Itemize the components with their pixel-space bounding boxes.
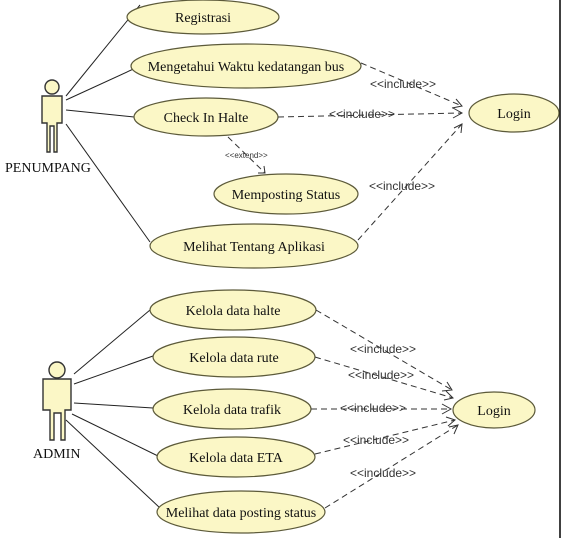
use-case-check-in: Check In Halte	[133, 97, 279, 137]
include-trafik-login: <<include>>	[311, 401, 453, 415]
include-check-in-line	[277, 112, 463, 118]
use-case-posting-status: Melihat data posting status	[156, 490, 326, 534]
use-case-waktu-bus-shape	[130, 43, 362, 89]
use-case-eta: Kelola data ETA	[156, 436, 316, 478]
include-posting-status-login: <<include>>	[324, 424, 459, 509]
extend-arrowhead	[258, 165, 266, 174]
use-case-rute: Kelola data rute	[152, 336, 316, 378]
include-tentang-aplikasi-label: <<include>>	[369, 179, 435, 193]
assoc-rute	[73, 355, 154, 385]
actor-admin: ADMIN	[33, 361, 80, 462]
include-trafik-arrowhead	[441, 403, 453, 415]
use-case-trafik-label: Kelola data trafik	[183, 403, 281, 418]
assoc-waktu-bus	[65, 65, 141, 101]
use-case-tentang-aplikasi: Melihat Tentang Aplikasi	[149, 223, 359, 269]
include-rute-line	[314, 356, 454, 399]
actor-penumpang-label: PENUMPANG	[5, 161, 91, 176]
use-case-waktu-bus-label: Mengetahui Waktu kedatangan bus	[148, 60, 345, 75]
use-case-login-bottom-label: Login	[477, 404, 510, 419]
use-case-memposting-label: Memposting Status	[232, 188, 341, 203]
assoc-trafik	[73, 402, 154, 409]
admin-associations	[65, 309, 161, 509]
include-rute-login: <<include>>	[314, 356, 454, 401]
include-eta-line	[314, 419, 456, 455]
actor-penumpang-head	[44, 79, 60, 95]
use-case-posting-status-shape	[156, 490, 326, 534]
include-waktu-bus-label: <<include>>	[370, 77, 436, 91]
use-case-registrasi: Registrasi	[126, 0, 280, 35]
actor-penumpang: PENUMPANG	[5, 79, 91, 176]
use-case-trafik: Kelola data trafik	[152, 388, 312, 430]
include-trafik-label: <<include>>	[340, 401, 406, 415]
use-case-check-in-label: Check In Halte	[164, 111, 249, 126]
include-tentang-aplikasi-login: <<include>>	[357, 123, 463, 241]
include-waktu-bus-line	[360, 62, 463, 107]
use-case-waktu-bus: Mengetahui Waktu kedatangan bus	[130, 43, 362, 89]
actor-admin-figure	[42, 378, 72, 441]
use-case-halte-label: Kelola data halte	[186, 304, 281, 319]
use-case-registrasi-shape	[126, 0, 280, 35]
use-case-eta-label: Kelola data ETA	[189, 451, 284, 466]
assoc-tentang-aplikasi	[65, 123, 151, 243]
include-halte-arrowhead	[441, 381, 453, 392]
include-halte-login: <<include>>	[315, 309, 453, 392]
include-check-in-label: <<include>>	[329, 107, 395, 121]
use-case-registrasi-label: Registrasi	[175, 11, 231, 26]
include-waktu-bus-arrowhead	[451, 98, 463, 109]
include-halte-label: <<include>>	[350, 342, 416, 356]
use-case-login-bottom-shape	[452, 391, 536, 429]
extend-line	[227, 136, 266, 174]
use-case-login-bottom: Login	[452, 391, 536, 429]
assoc-halte	[73, 309, 151, 375]
use-case-halte: Kelola data halte	[149, 289, 317, 331]
actor-admin-head	[48, 361, 66, 379]
extend-check-in-memposting: <<extend>>	[225, 136, 268, 174]
include-eta-arrowhead	[445, 416, 456, 427]
use-case-memposting-shape	[213, 173, 359, 215]
include-waktu-bus-login: <<include>>	[360, 62, 463, 109]
use-case-login-top: Login	[468, 93, 560, 133]
include-eta-login: <<include>>	[314, 416, 456, 455]
actor-penumpang-figure	[41, 95, 63, 153]
include-posting-status-arrowhead	[448, 424, 459, 435]
include-check-in-login: <<include>>	[277, 107, 464, 121]
use-case-eta-shape	[156, 436, 316, 478]
extend-label: <<extend>>	[225, 151, 268, 160]
include-tentang-aplikasi-line	[357, 123, 463, 241]
use-case-tentang-aplikasi-label: Melihat Tentang Aplikasi	[183, 240, 325, 255]
include-tentang-aplikasi-arrowhead	[453, 123, 463, 134]
include-rute-arrowhead	[443, 390, 454, 401]
assoc-posting-status	[65, 419, 161, 509]
use-case-login-top-shape	[468, 93, 560, 133]
include-rute-label: <<include>>	[348, 368, 414, 382]
use-case-tentang-aplikasi-shape	[149, 223, 359, 269]
use-case-rute-label: Kelola data rute	[189, 351, 278, 366]
include-eta-label: <<include>>	[343, 433, 409, 447]
use-case-login-top-label: Login	[497, 107, 530, 122]
include-halte-line	[315, 309, 453, 391]
assoc-check-in	[65, 109, 135, 118]
use-case-memposting: Memposting Status	[213, 173, 359, 215]
include-posting-status-line	[324, 424, 459, 509]
actor-admin-label: ADMIN	[33, 447, 80, 462]
include-posting-status-label: <<include>>	[350, 466, 416, 480]
include-check-in-arrowhead	[452, 107, 464, 119]
assoc-eta	[71, 413, 159, 457]
use-case-posting-status-label: Melihat data posting status	[166, 506, 316, 521]
